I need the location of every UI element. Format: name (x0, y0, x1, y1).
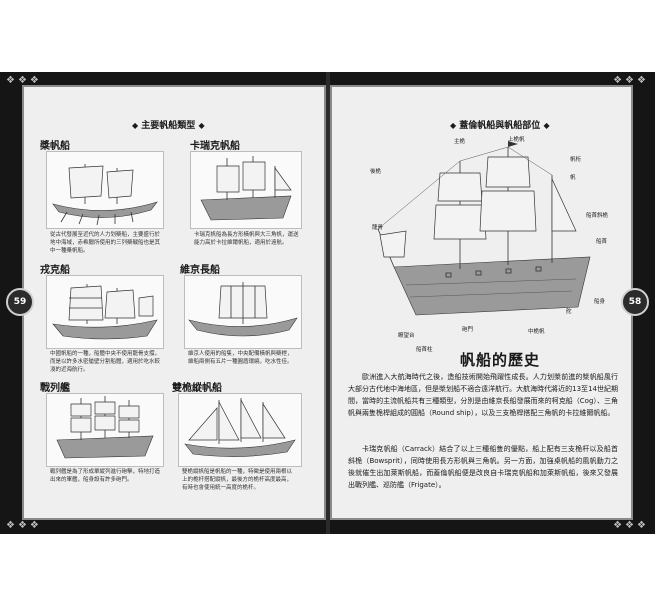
junk-caption: 中國帆船的一種，船體中央不使用龍骨支撐，而是以許多水密艙壁分割船體，適用於吃水較… (50, 351, 161, 373)
ornament-bottom-left: ❖❖❖ (6, 520, 42, 531)
ship-of-the-line-illustration (46, 393, 164, 467)
carrack-illustration (190, 151, 302, 229)
galley-illustration (46, 151, 164, 229)
galley-icon (52, 164, 158, 226)
label-stern: 後桅 (370, 169, 382, 175)
ornament-top-left: ❖❖❖ (6, 75, 42, 86)
ship-of-the-line-icon (56, 396, 154, 459)
viking-longship-icon (188, 282, 298, 337)
label-gunport: 砲門 (462, 327, 474, 333)
galleon-diagram (376, 139, 606, 329)
viking-longship-caption: 維京人使用的船隻，中央配備橫帆與槳枻，維船兩側有五片一種圓盾環繞，吃水性佳。 (188, 351, 293, 365)
junk-icon (52, 284, 158, 340)
carrack-icon (200, 156, 292, 221)
left-page: ◆ 主要帆船類型 ◆ 槳帆船 從古代發展至近代的人力划槳船，主要盛行於地中海域，… (22, 85, 326, 520)
book-spine (326, 72, 330, 534)
viking-longship-illustration (184, 275, 302, 349)
ship-name-junk: 戎克船 (40, 265, 70, 276)
label-yard: 帆桁 (570, 157, 582, 163)
history-paragraph-2: 卡瑞克帆船（Carrack）結合了以上三種船隻的優點，船上配有三支桅杆以及船首斜… (348, 445, 618, 490)
history-heading: 帆船的歷史 (460, 351, 541, 369)
label-bow: 船首 (596, 239, 608, 245)
page-number-right: 58 (621, 288, 649, 316)
label-rudder: 舵 (566, 309, 572, 315)
label-ram: 船首柱 (416, 347, 433, 353)
galley-caption: 從古代發展至近代的人力划槳船，主要盛行於地中海域，赤希臘所使用的三列槳戰船也是其… (50, 232, 161, 254)
ship-of-the-line-caption: 戰列艦是為了形成單縱列進行砲擊，特地打造出來的軍艦，船身設有許多砲門。 (50, 469, 161, 483)
junk-illustration (46, 275, 164, 349)
right-page: ◆ 蓋倫帆船與帆船部位 ◆ 主桅 上桅帆 帆桁 帆 後桅 (330, 85, 633, 520)
schooner-caption: 雙桅縱帆船是帆船的一種，特徵是使用兩根以上的桅杆搭配縱帆，最後方的桅杆高度最高，… (182, 469, 293, 491)
ship-name-schooner: 雙桅縱帆船 (172, 383, 222, 394)
label-hull: 船身 (594, 299, 606, 305)
label-bowsprit: 船首斜桅 (586, 213, 609, 219)
label-foremast: 中桅帆 (528, 329, 545, 335)
ship-name-galley: 槳帆船 (40, 141, 70, 152)
schooner-icon (184, 398, 296, 457)
ornament-top-right: ❖❖❖ (613, 75, 649, 86)
label-keel: 龍骨 (372, 225, 384, 231)
schooner-illustration (178, 393, 302, 467)
label-sail: 帆 (570, 175, 576, 181)
page-number-left: 59 (6, 288, 34, 316)
right-section-title: ◆ 蓋倫帆船與帆船部位 ◆ (450, 121, 550, 131)
ship-name-viking-longship: 維京長船 (180, 265, 220, 276)
left-section-title: ◆ 主要帆船類型 ◆ (132, 121, 205, 131)
label-topmast: 上桅帆 (508, 137, 525, 143)
ship-name-carrack: 卡瑞克帆船 (190, 141, 240, 152)
ornament-bottom-right: ❖❖❖ (613, 520, 649, 531)
galleon-icon (377, 141, 591, 316)
ship-name-ship-of-the-line: 戰列艦 (40, 383, 70, 394)
label-crow-nest: 瞭望台 (398, 333, 415, 339)
history-paragraph-1: 歐洲進入大航海時代之後，造船技術開始飛躍性成長。人力划槳前進的槳帆船風行大部分古… (348, 373, 618, 418)
carrack-caption: 卡瑞克帆船為長方形橫帆與大三角帆，運送能力高於卡拉維爾帆船，適用於遠航。 (194, 232, 299, 246)
label-main-mast: 主桅 (454, 139, 466, 145)
